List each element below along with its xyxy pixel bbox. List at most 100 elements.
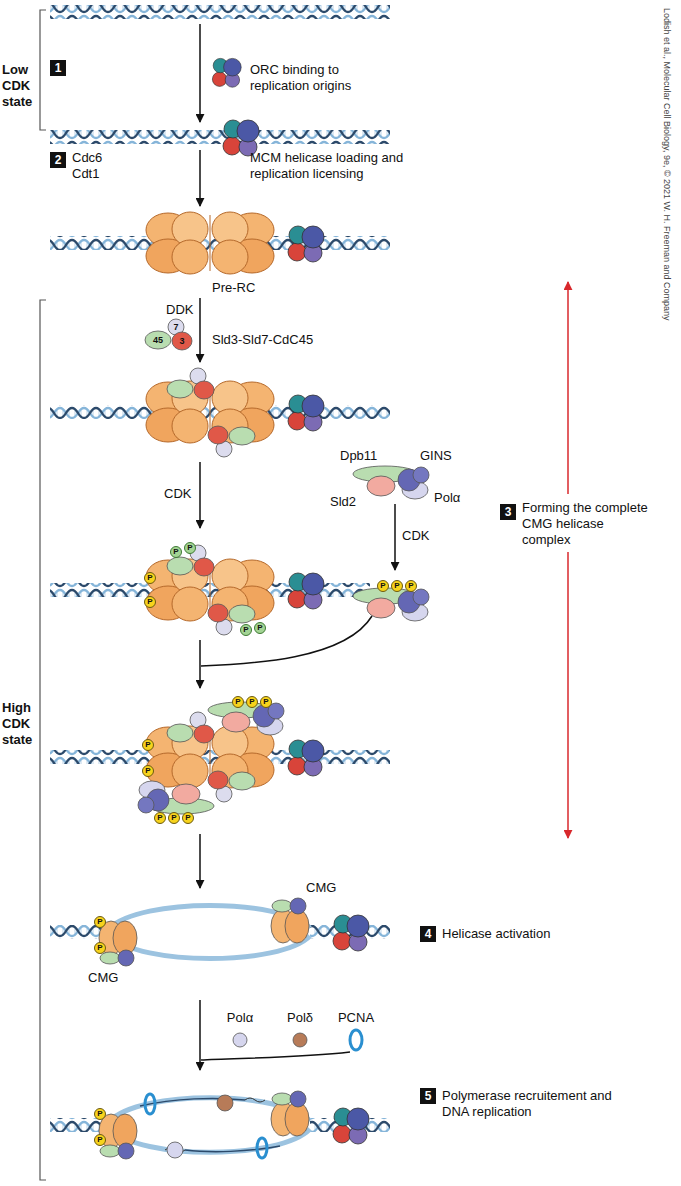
phospho-badge: P (144, 596, 156, 608)
flow-arrow (199, 298, 201, 362)
phospho-badge: P (94, 916, 106, 928)
protein-label: Polα (434, 490, 460, 506)
protein-complex (353, 466, 429, 499)
protein-complex (208, 426, 255, 457)
protein-complex (145, 1094, 155, 1114)
step-description: MCM helicase loading and replication lic… (250, 150, 420, 182)
phospho-badge: P (254, 622, 266, 634)
kinase-label: DDK (166, 302, 193, 318)
state-bracket (40, 10, 46, 130)
protein-complex (167, 1142, 183, 1158)
protein-complex (271, 898, 309, 943)
state-bracket (40, 10, 46, 1180)
protein-complex (167, 368, 214, 399)
protein-complex (288, 395, 324, 431)
protein-label: Polδ (287, 1010, 313, 1026)
step-description: Forming the complete CMG helicase comple… (522, 500, 652, 548)
flow-arrow (199, 462, 201, 528)
protein-complex (353, 588, 429, 621)
protein-complex (138, 781, 214, 814)
flow-arrow (201, 1052, 350, 1060)
step-description: Helicase activation (442, 926, 550, 942)
phospho-badge: P (377, 580, 389, 592)
phospho-badge: P (94, 942, 106, 954)
span-arrow (567, 552, 569, 838)
phospho-badge: P (240, 624, 252, 636)
phospho-badge: P (144, 572, 156, 584)
protein-label: Sld2 (330, 494, 356, 510)
protein-complex (271, 1091, 309, 1136)
state-bracket (40, 300, 46, 1180)
factor-label: Cdc6 (72, 150, 102, 166)
phospho-badge: P (94, 1108, 106, 1120)
phospho-badge: P (391, 580, 403, 592)
step-number: 3 (500, 504, 516, 520)
protein-label: Dpb11 (340, 448, 377, 464)
phospho-badge: P (260, 696, 272, 708)
state-label: Low CDK state (2, 62, 36, 110)
protein-complex (288, 226, 324, 262)
complex-label: Sld3-Sld7-CdC45 (212, 332, 313, 348)
step-number-text: 1 (54, 60, 62, 76)
step-number-text: 2 (54, 152, 62, 168)
protein-complex (333, 1108, 369, 1144)
subunit-number: 45 (153, 335, 163, 345)
step-number-text: 3 (504, 504, 512, 520)
protein-complex (233, 1033, 247, 1047)
protein-complex (212, 58, 241, 87)
phospho-badge: P (182, 812, 194, 824)
step-number: 2 (50, 152, 66, 168)
step-number: 4 (420, 926, 436, 942)
complex-label: CMG (306, 880, 336, 896)
span-arrow (567, 282, 569, 494)
flow-arrow (199, 834, 201, 888)
phospho-badge: P (405, 580, 417, 592)
phospho-badge: P (168, 812, 180, 824)
phospho-badge: P (246, 696, 258, 708)
dna-duplex (50, 130, 390, 144)
phospho-badge: P (142, 765, 154, 777)
flow-arrow (394, 504, 396, 570)
step-description: ORC binding to replication origins (250, 62, 390, 94)
replication-bubble (245, 1098, 265, 1102)
step-number-text: 5 (424, 1088, 432, 1104)
protein-complex (333, 915, 369, 951)
subunit-number: 3 (179, 336, 184, 346)
protein-label: GINS (420, 448, 452, 464)
protein-complex (146, 212, 274, 274)
complex-label: CMG (88, 970, 118, 986)
protein-complex (350, 1030, 362, 1050)
step-number-text: 4 (424, 926, 432, 942)
flow-arrow (199, 24, 201, 122)
kinase-label: CDK (164, 486, 191, 502)
phospho-badge: P (184, 542, 196, 554)
protein-complex (208, 604, 255, 635)
step-description: Polymerase recruitement and DNA replicat… (442, 1088, 612, 1120)
kinase-label: CDK (402, 528, 429, 544)
protein-complex (145, 319, 192, 350)
step-number: 5 (420, 1088, 436, 1104)
dna-duplex (50, 5, 390, 19)
credit-line: Lodish et al., Molecular Cell Biology, 9… (661, 8, 672, 321)
protein-label: PCNA (338, 1010, 374, 1026)
phospho-badge: P (170, 546, 182, 558)
protein-complex (293, 1033, 307, 1047)
span-arrow (567, 282, 569, 838)
state-label: High CDK state (2, 700, 36, 748)
flow-arrow (199, 640, 201, 688)
step-number: 1 (50, 60, 66, 76)
phospho-badge: P (154, 812, 166, 824)
protein-complex (217, 1095, 233, 1111)
flow-arrow (199, 1000, 201, 1070)
protein-complex (99, 58, 429, 1159)
protein-complex (288, 740, 324, 776)
flow-arrow (199, 150, 201, 206)
protein-label: Polα (227, 1010, 253, 1026)
protein-complex (288, 573, 324, 609)
subunit-number: 7 (173, 322, 178, 332)
protein-complex (257, 1138, 267, 1158)
protein-complex (208, 702, 284, 735)
protein-complex (167, 712, 214, 743)
protein-complex (208, 771, 255, 802)
